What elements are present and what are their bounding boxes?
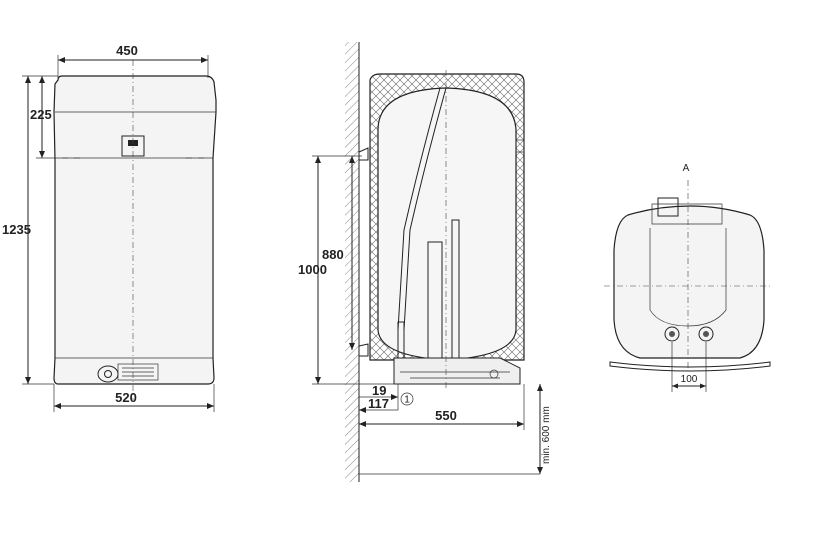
upper-bracket	[358, 147, 369, 161]
lower-bracket	[358, 343, 369, 357]
inner-tank	[377, 87, 517, 361]
callout-1-circle	[400, 392, 414, 406]
dim-19-arrow	[391, 394, 398, 400]
dim-450-arrow-right	[201, 57, 208, 63]
dim-880-label: 880	[322, 247, 344, 262]
base-detail-lines	[400, 371, 510, 379]
front-view: 450 225 1235 520	[2, 43, 217, 412]
dim-550-arrow-left	[359, 421, 366, 427]
side-fitting	[515, 139, 525, 153]
view-a-base-plate	[609, 361, 771, 372]
bottom-panel	[117, 363, 159, 381]
dim-880-arrow-top	[349, 156, 355, 163]
dim-225-arrow-bottom	[39, 151, 45, 158]
dim-1000-label: 1000	[298, 262, 327, 277]
dim-100-arrow-right	[700, 383, 706, 389]
internal-pipe-curve-2	[403, 87, 447, 331]
cold-water-inlet-core	[669, 331, 675, 337]
dim-1235-arrow-top	[25, 76, 31, 83]
callout-1-label: 1	[404, 395, 410, 406]
bottom-knob-center	[104, 370, 112, 378]
heating-element	[427, 241, 443, 359]
hot-water-outlet	[698, 326, 714, 342]
dim-117-label: 117	[368, 396, 389, 411]
dim-450-label: 450	[116, 43, 138, 58]
view-a-label: A	[683, 163, 690, 174]
bottom-vent-lines	[122, 367, 154, 377]
dim-19-label: 19	[372, 383, 386, 398]
dim-min600-arrow-bottom	[537, 467, 543, 474]
view-a-connector	[657, 197, 679, 217]
dim-225-label: 225	[30, 107, 52, 122]
base-knob	[489, 369, 499, 379]
dim-225-arrow-top	[39, 76, 45, 83]
bottom-view: A 100	[604, 163, 772, 392]
dim-min600-arrow-top	[537, 384, 543, 391]
dim-100-label: 100	[681, 374, 698, 385]
cold-water-inlet	[664, 326, 680, 342]
dim-550-arrow-right	[517, 421, 524, 427]
outlet-pipe	[397, 321, 405, 359]
internal-pipe-curve	[397, 87, 441, 331]
dim-520-arrow-right	[207, 403, 214, 409]
dim-1235-arrow-bottom	[25, 377, 31, 384]
dim-1000-arrow-top	[315, 156, 321, 163]
dim-880-arrow-bottom	[349, 343, 355, 350]
hot-water-outlet-core	[703, 331, 709, 337]
dim-1235-label: 1235	[2, 222, 31, 237]
view-a-top-cap	[651, 203, 723, 225]
dim-1000-arrow-bottom	[315, 377, 321, 384]
dim-550-label: 550	[435, 408, 457, 423]
side-view: 880 1000 19 117 1 550 min. 600 mm	[298, 42, 552, 482]
dim-520-arrow-left	[54, 403, 61, 409]
front-heater-body	[53, 75, 217, 385]
tank-base	[393, 357, 521, 385]
dim-min600-label: min. 600 mm	[541, 406, 552, 464]
anode-rod	[451, 219, 460, 359]
view-a-body	[613, 205, 765, 359]
dim-450-arrow-left	[58, 57, 65, 63]
dim-520-label: 520	[115, 390, 137, 405]
dim-100-arrow-left	[672, 383, 678, 389]
dim-117-arrow	[359, 407, 366, 413]
